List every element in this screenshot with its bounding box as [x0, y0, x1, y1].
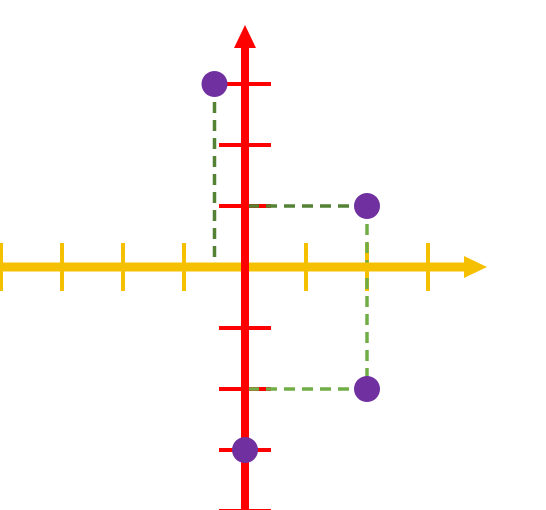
projection-lines-layer [212, 84, 369, 391]
data-point [201, 71, 228, 97]
axes-layer [0, 25, 487, 510]
y-axis-arrowhead [234, 25, 256, 48]
data-point [354, 193, 380, 219]
x-axis-arrowhead [464, 256, 487, 278]
points-layer [201, 71, 380, 463]
data-point [354, 376, 380, 402]
data-point [232, 437, 258, 463]
